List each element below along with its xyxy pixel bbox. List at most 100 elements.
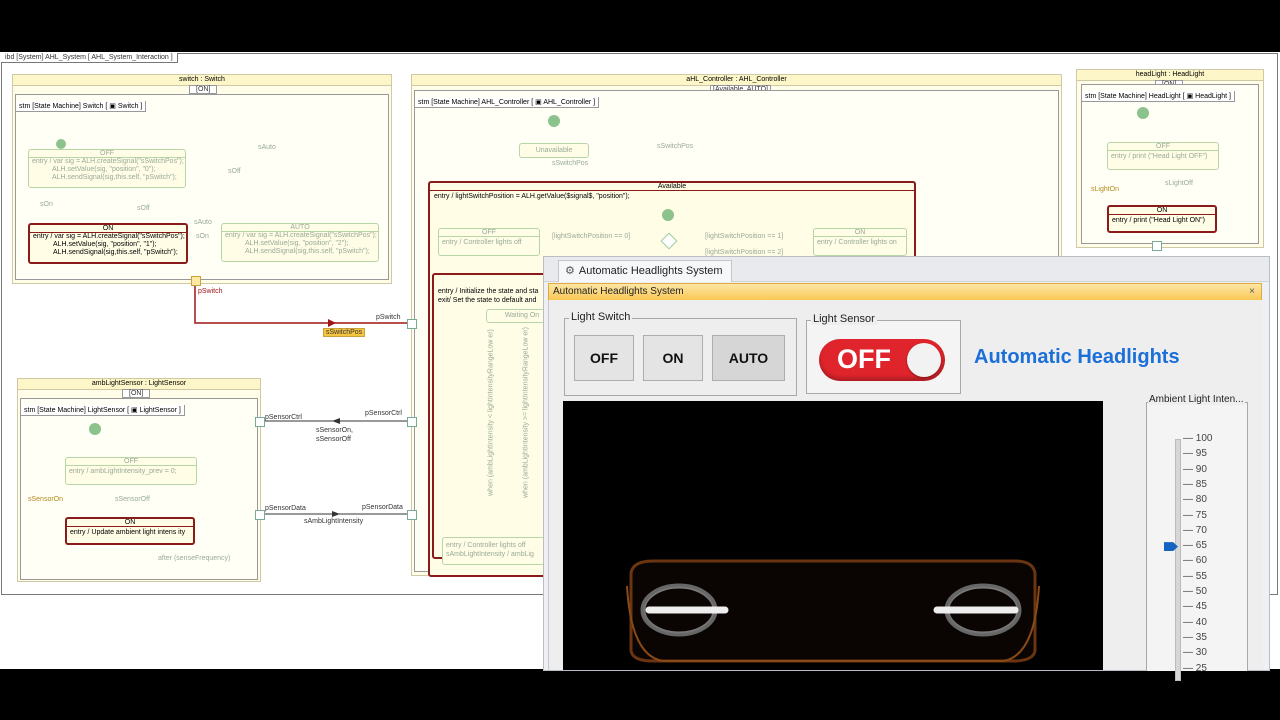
psensorctrl-port-sensor[interactable] xyxy=(255,417,265,427)
psensordata-port-sensor[interactable] xyxy=(255,510,265,520)
transition-label: sAuto xyxy=(258,144,276,151)
switch-auto-button[interactable]: AUTO xyxy=(712,335,785,381)
sensor-state-on[interactable]: ON entry / Update ambient light intens i… xyxy=(65,517,195,545)
slider-tick-label: — 55 xyxy=(1183,570,1207,582)
slider-tick-label: — 40 xyxy=(1183,616,1207,628)
entry-line: entry / Controller lights off xyxy=(446,542,526,549)
entry-line: entry / Controller lights off xyxy=(442,239,522,246)
state-name: ON xyxy=(67,519,193,527)
state-machine-icon: ▣ xyxy=(131,407,138,414)
transition-label: sOff xyxy=(137,205,150,212)
controller-stm-ref: AHL_Controller ] xyxy=(543,99,596,106)
exit-line: exit/ Set the state to default and xyxy=(438,297,537,304)
port-label: pSwitch xyxy=(376,314,401,321)
controller-state-on[interactable]: ON entry / Controller lights on xyxy=(813,228,907,256)
initial-node xyxy=(662,209,674,221)
headlight-state-on[interactable]: ON entry / print ("Head Light ON") xyxy=(1107,205,1217,233)
pswitch-port-controller[interactable] xyxy=(407,319,417,329)
entry-line: ALH.sendSignal(sig,this.self, "pSwitch")… xyxy=(245,248,370,255)
slider-tick-label: — 90 xyxy=(1183,463,1207,475)
dialog-body: Light Switch OFF ON AUTO Light Sensor OF… xyxy=(548,300,1263,681)
slider-tick-label: — 30 xyxy=(1183,647,1207,659)
toggle-knob[interactable] xyxy=(907,343,941,377)
state-name: OFF xyxy=(29,150,185,158)
slider-tick-label: — 75 xyxy=(1183,509,1207,521)
car-front-illustration xyxy=(626,559,1040,663)
transition-label: sSwitchPos xyxy=(657,143,694,150)
entry-line: ALH.setValue(sig, "position", "2"); xyxy=(245,240,349,247)
switch-state-off[interactable]: OFF entry / var sig = ALH.createSignal("… xyxy=(28,149,186,188)
window-title: Automatic Headlights System xyxy=(553,286,684,297)
switch-stm-ref: Switch ] xyxy=(117,103,143,110)
entry-line: sAmbLightIntensity / ambLig xyxy=(446,551,534,558)
close-icon[interactable]: × xyxy=(1249,286,1255,297)
slider-tick-label: — 85 xyxy=(1183,478,1207,490)
controller-state-waiting-on[interactable]: Waiting On xyxy=(486,309,558,323)
light-sensor-toggle[interactable]: OFF xyxy=(819,339,945,381)
headlight-state-off[interactable]: OFF entry / print ("Head Light OFF") xyxy=(1107,142,1219,170)
slider-tick-label: — 25 xyxy=(1183,662,1207,674)
slider-tick-label: — 80 xyxy=(1183,494,1207,506)
switch-stm-label: stm [State Machine] Switch [ xyxy=(19,103,108,110)
entry-line: entry / Update ambient light intens ity xyxy=(70,529,186,536)
state-name: AUTO xyxy=(222,224,378,232)
sensor-state-off[interactable]: OFF entry / ambLightIntensity_prev = 0; xyxy=(65,457,197,485)
state-name: OFF xyxy=(1108,143,1218,151)
transition-label: sOn xyxy=(40,201,53,208)
guard-label: [lightSwitchPosition == 1] xyxy=(705,233,784,240)
controller-state-off[interactable]: OFF entry / Controller lights off xyxy=(438,228,540,256)
transition-label: sLightOff xyxy=(1165,180,1193,187)
transition-label: sAuto xyxy=(194,219,212,226)
light-switch-legend: Light Switch xyxy=(569,311,633,323)
headlight-block[interactable]: headLight : HeadLight [ON] stm [State Ma… xyxy=(1076,69,1264,248)
initial-node xyxy=(548,115,560,127)
slider-thumb[interactable] xyxy=(1164,542,1178,552)
headlight-port[interactable] xyxy=(1152,241,1162,251)
slider-track[interactable] xyxy=(1175,439,1181,681)
switch-state-on[interactable]: ON entry / var sig = ALH.createSignal("s… xyxy=(28,223,188,264)
sensor-stm-ref: LightSensor ] xyxy=(139,407,181,414)
state-name: Waiting On xyxy=(504,312,540,319)
switch-on-button[interactable]: ON xyxy=(643,335,703,381)
entry-line: entry / var sig = ALH.createSignal("sSwi… xyxy=(33,233,185,240)
slider-tick-label: — 65 xyxy=(1183,540,1207,552)
ambient-light-group: Ambient Light Inten... — 100— 95— 90— 85… xyxy=(1146,394,1248,681)
entry-line: ALH.setValue(sig, "position", "1"); xyxy=(53,241,157,248)
ibd-frame-title: ibd [System] AHL_System [ AHL_System_Int… xyxy=(1,53,178,63)
transition-label: sLightOn xyxy=(1091,186,1120,193)
signal-tag: sSwitchPos xyxy=(323,328,366,337)
transition-label: sSwitchPos xyxy=(552,160,589,167)
transition-label: sSensorOff xyxy=(115,496,150,503)
headlights-dialog[interactable]: ⚙Automatic Headlights System Automatic H… xyxy=(543,256,1270,681)
light-sensor-group: Light Sensor OFF xyxy=(806,313,961,394)
initial-node xyxy=(56,139,66,149)
light-sensor-legend: Light Sensor xyxy=(811,313,877,325)
sensor-stm-tab: stm [State Machine] LightSensor [ ▣ Ligh… xyxy=(21,405,185,416)
state-machine-icon: ▣ xyxy=(535,99,542,106)
headlight-stm-label: stm [State Machine] HeadLight [ xyxy=(1085,93,1185,100)
guard-label: [lightSwitchPosition == 0] xyxy=(552,233,631,240)
state-machine-icon: ▣ xyxy=(109,103,116,110)
slider-tick-label: — 50 xyxy=(1183,586,1207,597)
slider-tick-label: — 60 xyxy=(1183,555,1207,567)
guard-label: when (ambLightIntensity >= lightIntensit… xyxy=(522,327,530,498)
psensorctrl-port-controller[interactable] xyxy=(407,417,417,427)
initial-node xyxy=(1137,107,1149,119)
pswitch-port[interactable] xyxy=(191,276,201,286)
slider-tick-label: — 100 xyxy=(1183,433,1213,444)
tab-automatic-headlights[interactable]: ⚙Automatic Headlights System xyxy=(558,260,732,282)
slider-tick-label: — 45 xyxy=(1183,601,1207,613)
guard-label: [lightSwitchPosition == 2] xyxy=(705,249,784,256)
light-sensor-block[interactable]: ambLightSensor : LightSensor [ON] stm [S… xyxy=(17,378,261,582)
entry-line: entry / print ("Head Light ON") xyxy=(1112,217,1205,224)
switch-off-button[interactable]: OFF xyxy=(574,335,634,381)
guard-label: when (ambLightIntensity < lightIntensity… xyxy=(487,329,495,496)
switch-state-auto[interactable]: AUTO entry / var sig = ALH.createSignal(… xyxy=(221,223,379,262)
switch-block[interactable]: switch : Switch [ON] stm [State Machine]… xyxy=(12,74,392,284)
slider-tick-label: — 70 xyxy=(1183,524,1207,536)
window-titlebar[interactable]: Automatic Headlights System × xyxy=(548,283,1262,301)
controller-state-unavailable[interactable]: Unavailable xyxy=(519,143,589,158)
psensordata-port-controller[interactable] xyxy=(407,510,417,520)
port-label: pSwitch xyxy=(198,288,223,295)
transition-label: after (senseFrequency) xyxy=(158,555,231,562)
